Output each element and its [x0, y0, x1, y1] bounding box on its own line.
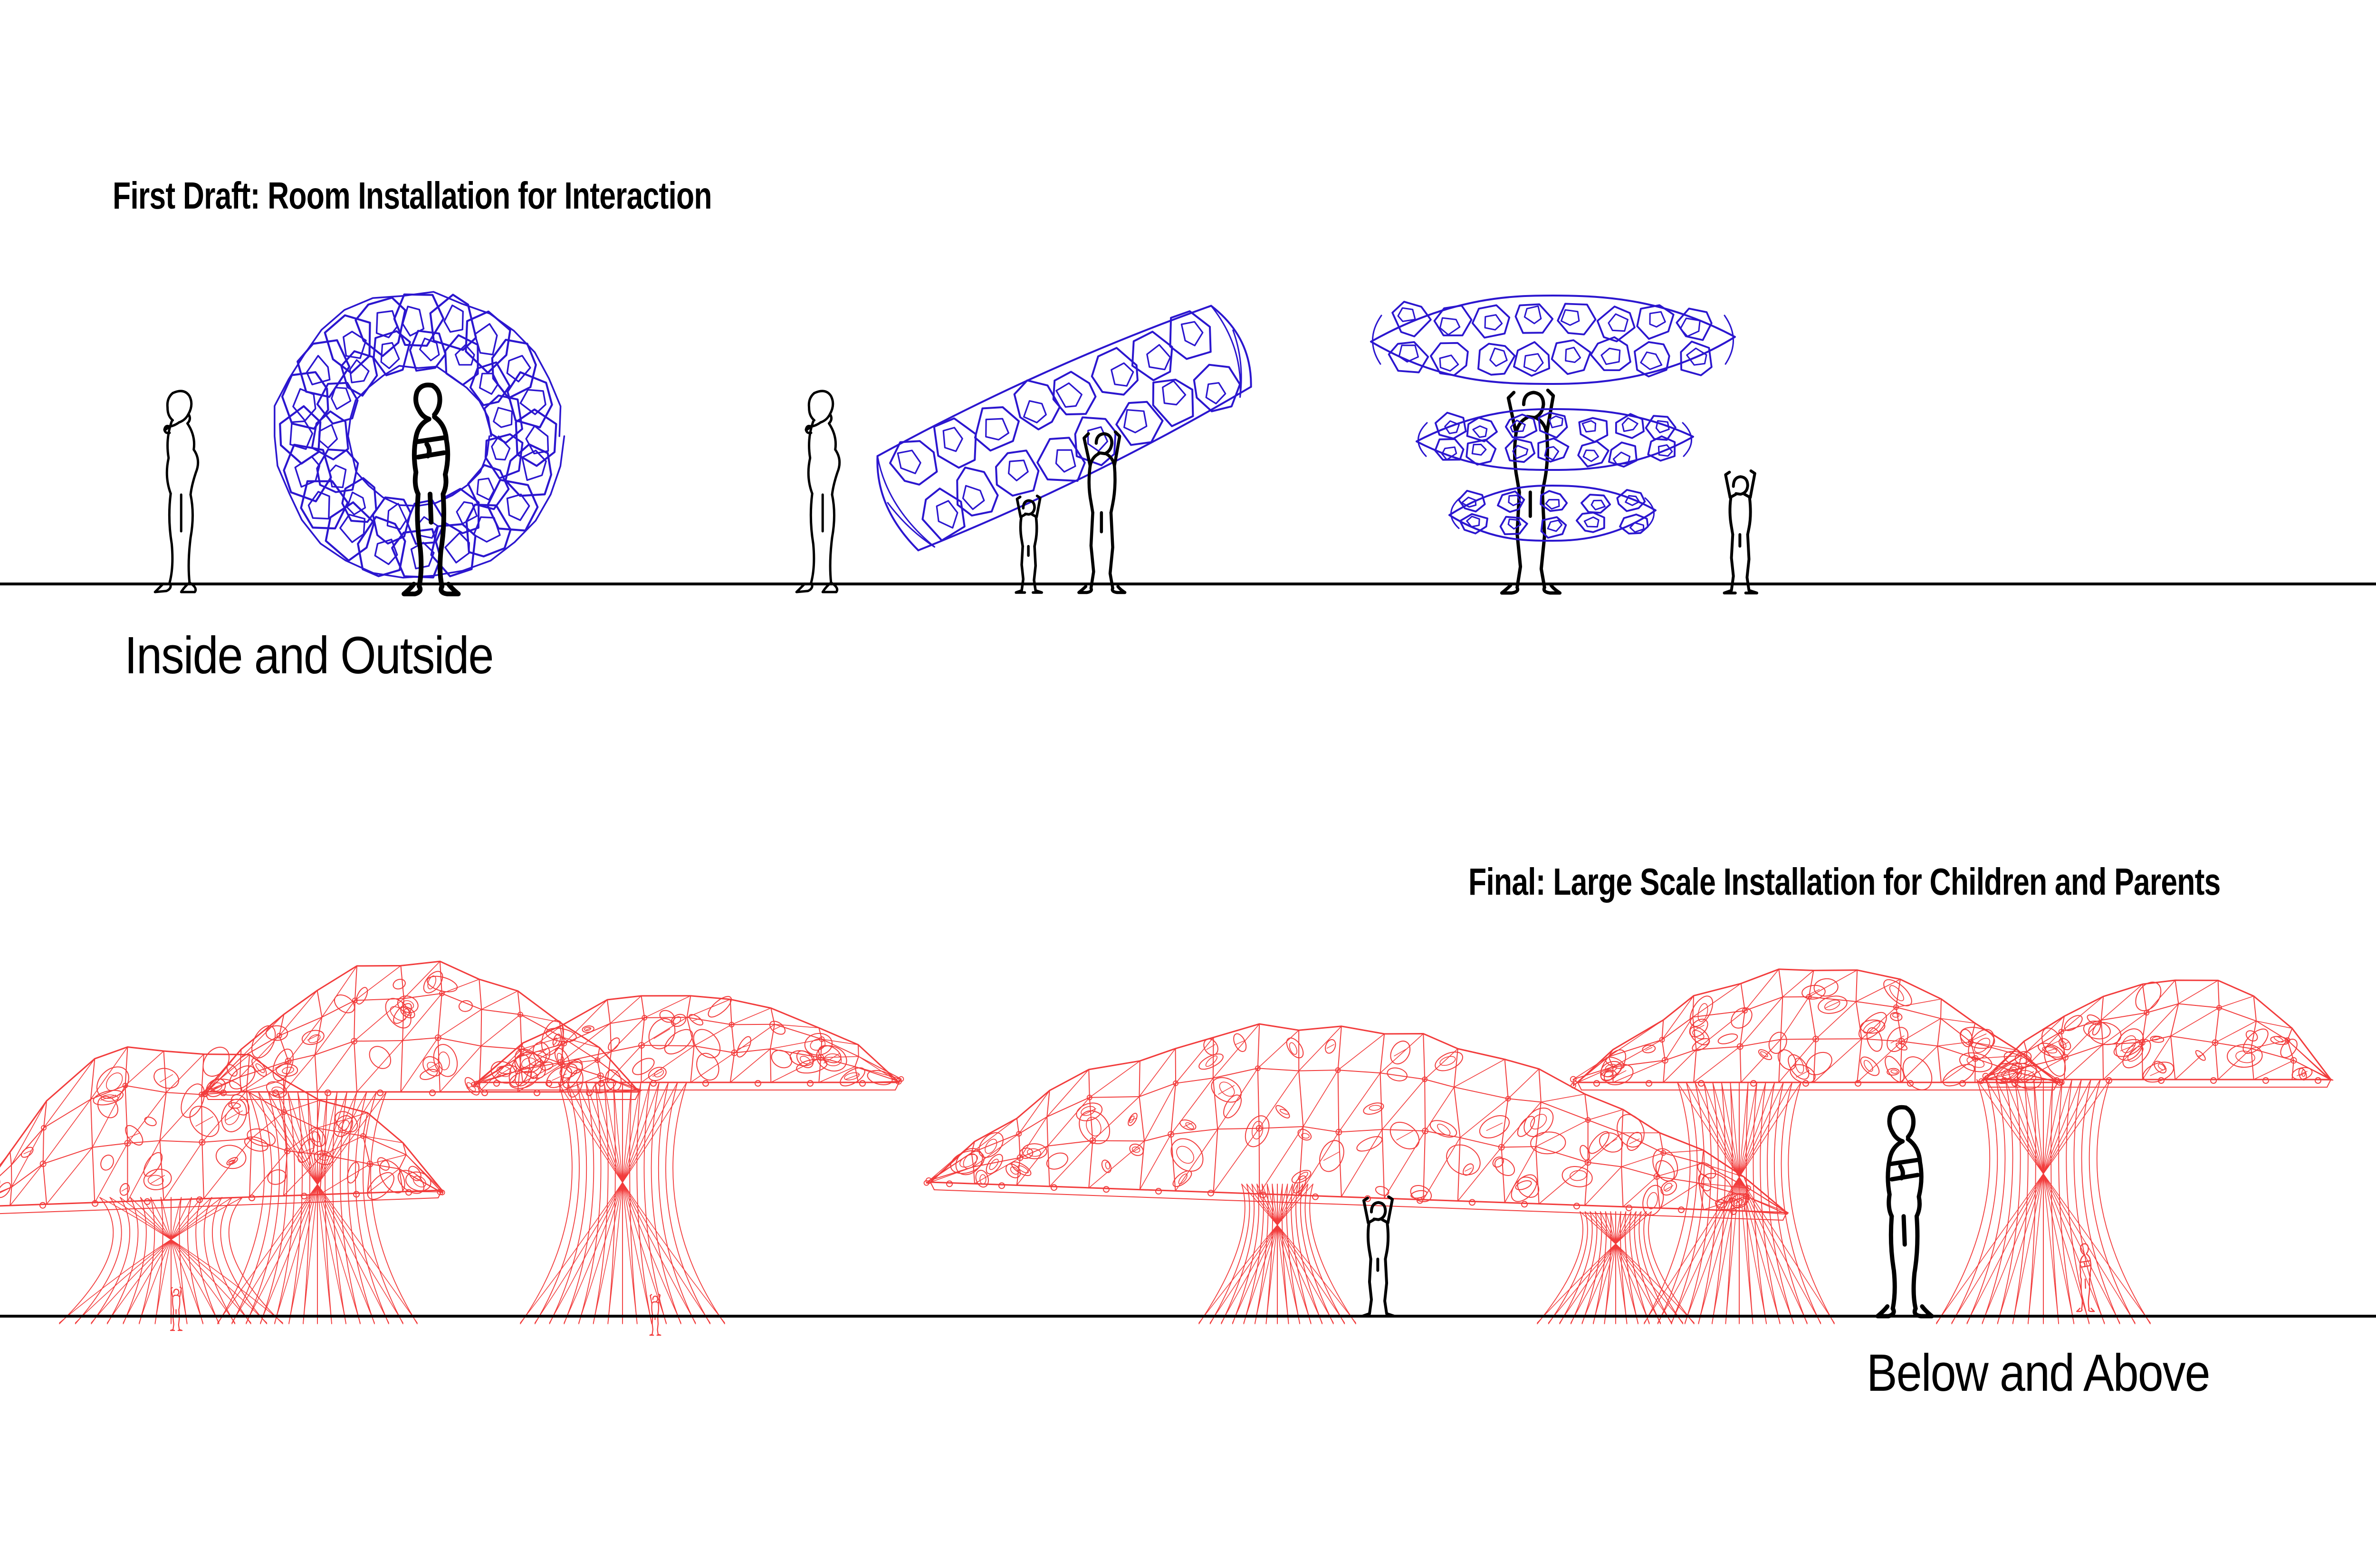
supertree-trunk-drawing	[59, 1197, 283, 1324]
supertree-canopy-drawing	[923, 1023, 1789, 1221]
woman-figure-below-canopy	[1875, 1105, 1934, 1319]
supertree-trunk-drawing	[1537, 1211, 1695, 1324]
final-caption: Below and Above	[1867, 1344, 2210, 1402]
scale-figure-red	[170, 1286, 183, 1331]
supertree-trunk-drawing	[217, 1091, 418, 1324]
scale-figure-red	[2076, 1243, 2095, 1312]
supertree-trunk-drawing	[1198, 1184, 1356, 1324]
supertree-trunk-drawing	[1644, 1082, 1835, 1324]
tube-installation-drawing	[876, 305, 1252, 552]
supertree-canopy-drawing	[1570, 968, 2065, 1090]
first-draft-drawing	[0, 291, 2376, 597]
final-title: Final: Large Scale Installation for Chil…	[1468, 860, 2221, 903]
ring-installation-drawing	[274, 291, 565, 579]
supertree-canopy-drawing	[1978, 979, 2334, 1088]
first-draft-title: First Draft: Room Installation for Inter…	[113, 174, 712, 217]
bar-module-installation-drawing	[1416, 408, 1694, 471]
person-figure-inside-ring	[402, 382, 461, 597]
bar-module-installation-drawing	[1370, 295, 1736, 385]
child-figure-holding-tube	[1015, 494, 1043, 594]
woman-figure-left	[153, 390, 200, 593]
adult-figure-holding-tube	[1077, 430, 1127, 594]
scale-figure-red	[649, 1293, 661, 1336]
first-draft-caption: Inside and Outside	[125, 626, 494, 685]
final-installation-drawing	[0, 960, 2376, 1336]
supertree-canopy-drawing	[201, 960, 642, 1100]
supertree-canopy-drawing	[471, 995, 904, 1090]
supertree-trunk-drawing	[1936, 1079, 2151, 1324]
woman-figure-middle	[795, 390, 841, 593]
child-figure-below-canopy	[1361, 1195, 1396, 1318]
supertree-canopy-drawing	[0, 1046, 445, 1214]
bar-module-installation-drawing	[1448, 485, 1657, 542]
child-figure-arms-up	[1723, 469, 1758, 594]
supertree-trunk-drawing	[520, 1082, 725, 1324]
